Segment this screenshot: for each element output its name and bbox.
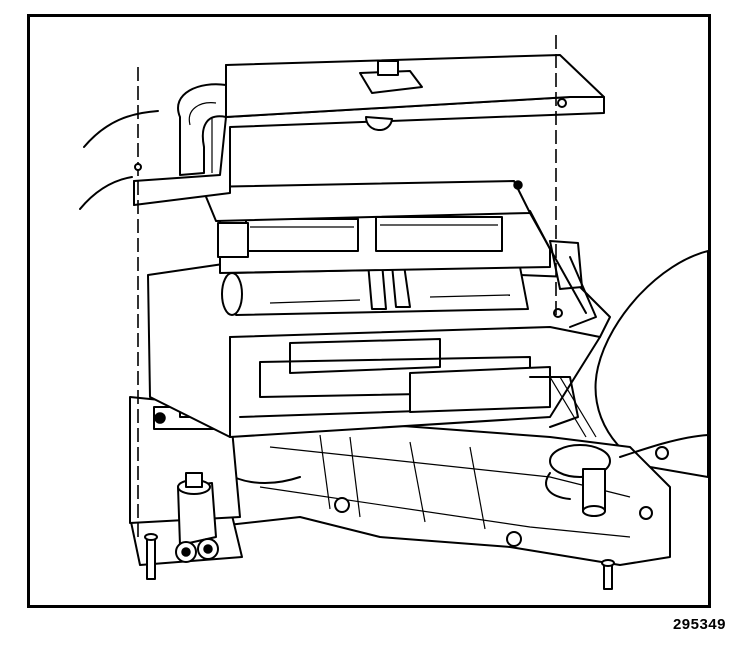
bolt-boss xyxy=(334,497,350,513)
bolt-boss xyxy=(655,446,669,460)
diagram-frame xyxy=(27,14,711,608)
mounting-stud xyxy=(146,536,156,580)
hvac-module-illustration xyxy=(79,35,708,590)
module-cover xyxy=(133,96,605,206)
figure-number: 295349 xyxy=(672,616,726,633)
callout-line xyxy=(83,110,159,148)
motor-shaft xyxy=(582,468,606,512)
blower-motor-housing xyxy=(594,250,708,478)
inlet-louver-right xyxy=(375,216,503,252)
bolt-boss xyxy=(506,531,522,547)
cover-duct xyxy=(177,83,227,176)
inlet-louver-left xyxy=(245,218,359,252)
upper-case-rim xyxy=(201,180,531,222)
bolt-boss xyxy=(639,506,653,520)
callout-line xyxy=(79,176,133,210)
